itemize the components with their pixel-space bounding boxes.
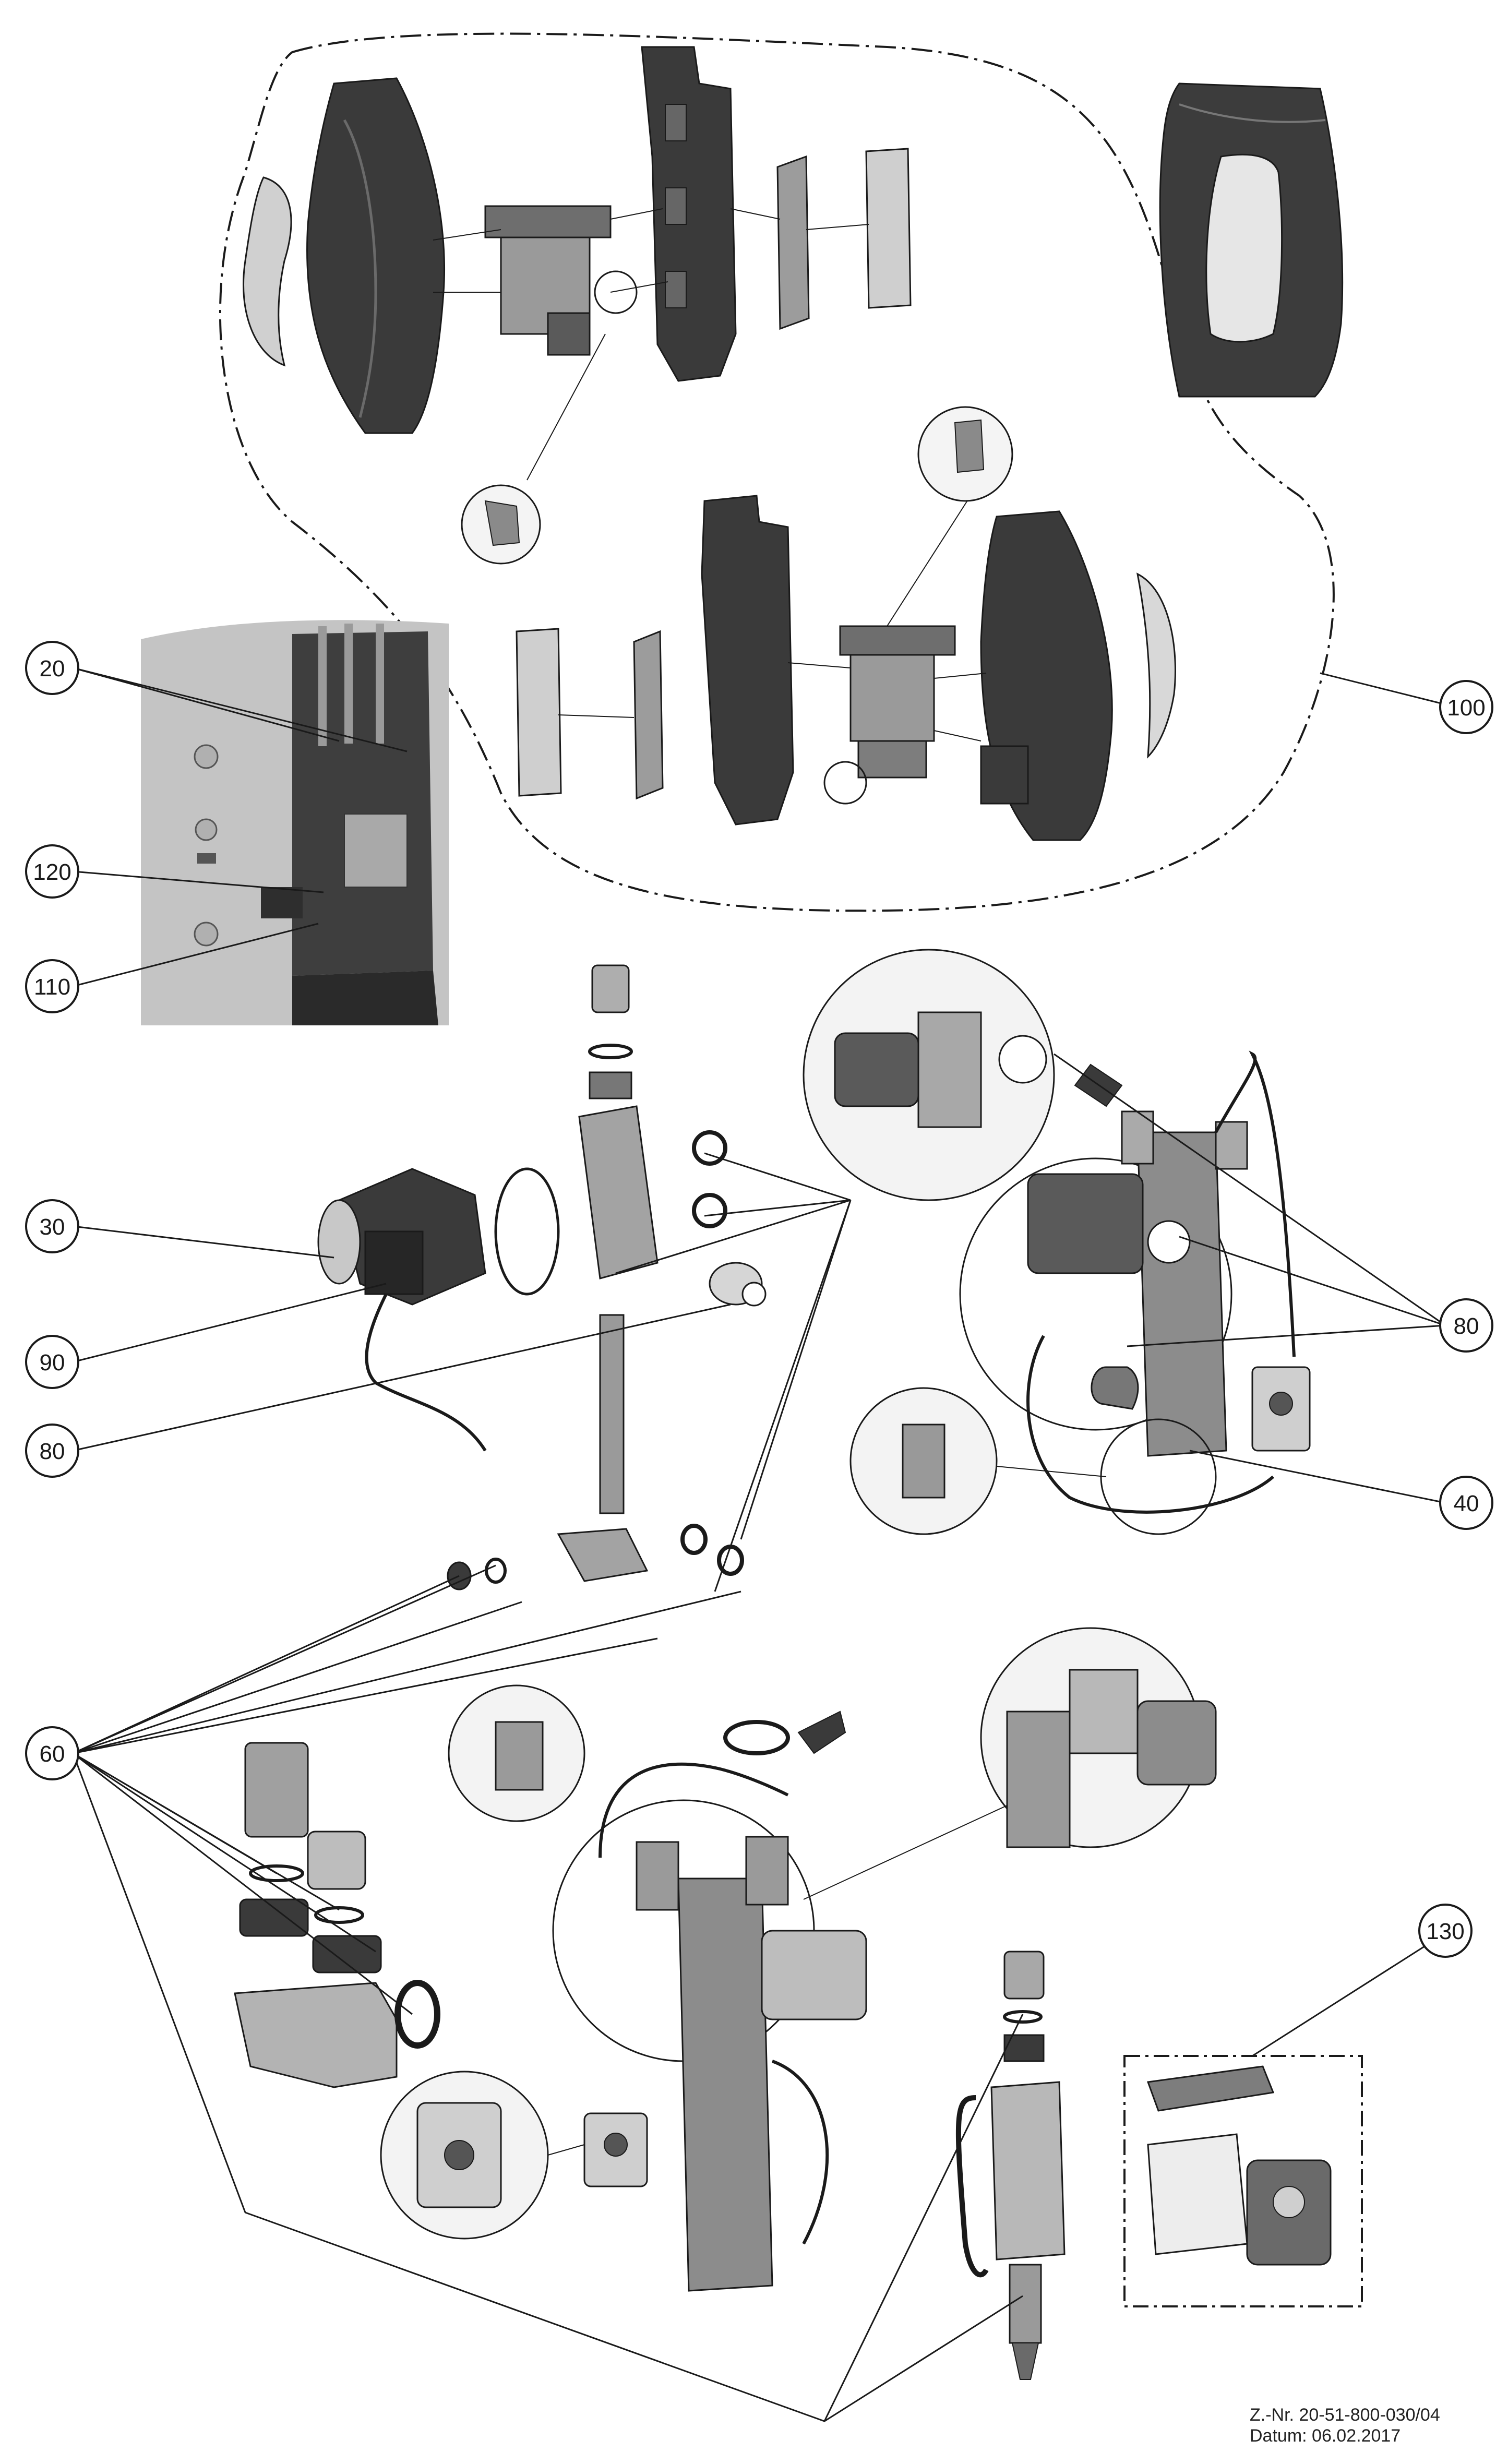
insulation-plate-top [776, 155, 810, 330]
hydraulic-module-bottom-center [380, 1627, 1217, 2292]
insulation-plate-bottom [633, 630, 664, 800]
assembled-cover-right [1159, 82, 1344, 398]
insulation-block-top [865, 148, 912, 309]
svg-text:40: 40 [1454, 1491, 1479, 1516]
hydraulic-module-top-right [803, 949, 1311, 1535]
svg-text:60: 60 [40, 1741, 65, 1767]
pump-exploded-center [317, 964, 767, 1590]
callout-90: 90 [25, 1335, 79, 1389]
callout-120: 120 [25, 844, 79, 899]
detail-circle-bracket-top [461, 484, 541, 565]
detail-circle-bracket-bottom [917, 406, 1013, 502]
svg-text:120: 120 [33, 859, 71, 885]
group-100-outline [219, 32, 1335, 912]
svg-text:100: 100 [1447, 695, 1485, 721]
assembly-lines-top [433, 208, 869, 481]
control-module-bottom [823, 625, 956, 805]
callout-80-left: 80 [25, 1424, 79, 1478]
sensor-kit-130 [1146, 2065, 1332, 2266]
callout-60: 60 [25, 1726, 79, 1780]
svg-text:80: 80 [1454, 1313, 1479, 1339]
svg-text:90: 90 [40, 1350, 65, 1375]
callout-40: 40 [1439, 1476, 1493, 1530]
svg-text:130: 130 [1426, 1919, 1464, 1944]
storage-tank-photo [141, 620, 449, 1025]
drawing-date: Datum: 06.02.2017 [1250, 2426, 1401, 2446]
callout-20: 20 [25, 641, 79, 695]
callout-130: 130 [1418, 1904, 1473, 1958]
svg-text:110: 110 [34, 974, 70, 1000]
rear-mounting-panel-top [641, 46, 737, 382]
valve-group-bottom-right [955, 1951, 1066, 2380]
callout-110: 110 [25, 959, 79, 1013]
leader-lines [72, 667, 1446, 2422]
svg-text:80: 80 [40, 1439, 65, 1464]
control-module-top [484, 205, 638, 356]
svg-text:30: 30 [40, 1214, 65, 1240]
group-130-box [1123, 2055, 1363, 2307]
fittings-bottom-left [234, 1742, 440, 2088]
callout-100: 100 [1439, 680, 1493, 734]
callout-80-right: 80 [1439, 1298, 1493, 1353]
drawing-footer: Z.-Nr. 20-51-800-030/04 Datum: 06.02.201… [1250, 2405, 1440, 2446]
drawing-number: Z.-Nr. 20-51-800-030/04 [1250, 2405, 1440, 2425]
insulation-block-bottom [516, 628, 562, 797]
front-cover-assembly-top [243, 77, 446, 434]
rear-mounting-panel-bottom [701, 495, 794, 826]
callout-30: 30 [25, 1199, 79, 1253]
front-cover-assembly-bottom [980, 510, 1176, 841]
svg-text:20: 20 [40, 656, 65, 681]
assembly-lines-bottom [558, 495, 987, 741]
